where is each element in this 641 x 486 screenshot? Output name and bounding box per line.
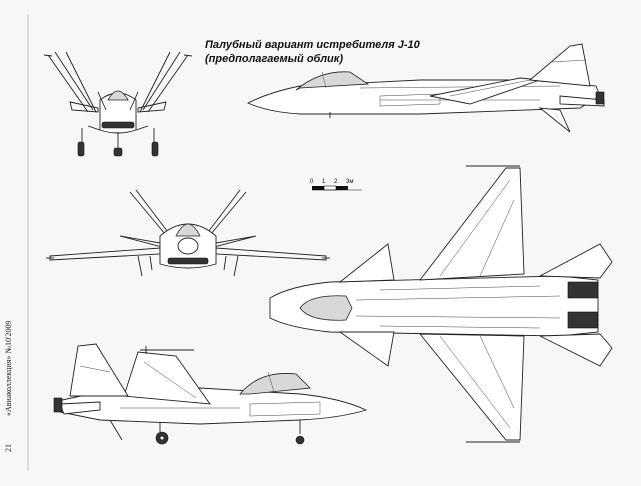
- front-view-folded-wings: [43, 51, 193, 157]
- title-line-1: Палубный вариант истребителя J-10: [205, 39, 420, 51]
- scale-tick-0: 0: [310, 179, 314, 185]
- top-view: [269, 165, 613, 443]
- drawing-title: Палубный вариант истребителя J-10 (предп…: [205, 38, 420, 66]
- scale-tick-3: 3м: [346, 179, 353, 185]
- scale-tick-2: 2: [334, 179, 338, 185]
- scale-tick-1: 1: [322, 179, 326, 185]
- side-view-folded: [246, 43, 605, 133]
- title-line-2: (предполагаемый облик): [205, 53, 344, 65]
- front-view-spread-wings: [46, 189, 330, 277]
- scale-bar: 0 1 2 3м: [310, 179, 362, 191]
- side-view-spread: [53, 343, 368, 445]
